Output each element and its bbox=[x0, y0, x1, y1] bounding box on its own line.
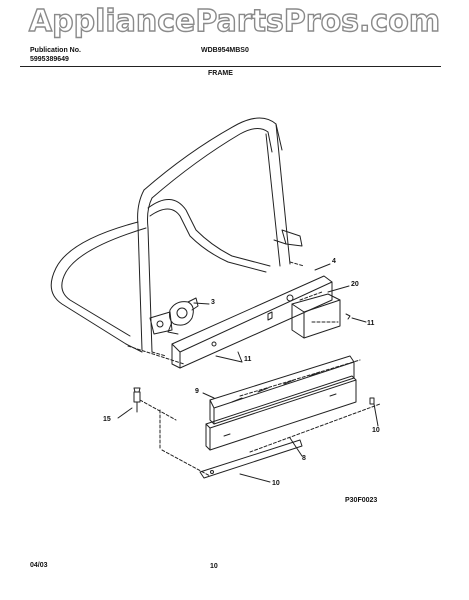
box-part-20 bbox=[291, 293, 341, 339]
callout-11-right: 11 bbox=[367, 320, 375, 327]
callout-9: 9 bbox=[195, 388, 199, 395]
page-number: 10 bbox=[210, 563, 218, 570]
section-title: FRAME bbox=[208, 70, 233, 77]
callout-11-middle: 11 bbox=[244, 356, 252, 363]
valve-part-3 bbox=[167, 297, 199, 335]
watermark-logo: AppliancePartsPros.com bbox=[28, 3, 441, 39]
model-number: WDB954MBS0 bbox=[201, 47, 249, 54]
leader-lines bbox=[117, 263, 379, 483]
callout-10-right: 10 bbox=[372, 427, 380, 434]
access-panel-part-9 bbox=[209, 355, 355, 425]
footer-date: 04/03 bbox=[30, 562, 48, 569]
header-divider bbox=[20, 66, 441, 67]
callout-8: 8 bbox=[302, 455, 306, 462]
upper-rail-part-4 bbox=[171, 275, 333, 369]
callout-4: 4 bbox=[332, 258, 336, 265]
toe-kick-part-8 bbox=[205, 375, 357, 451]
assembly-guide-lines bbox=[127, 261, 381, 477]
drawing-code: P30F0023 bbox=[345, 497, 378, 504]
publication-number: 5995389649 bbox=[30, 56, 69, 63]
callout-15: 15 bbox=[103, 416, 111, 423]
callout-3: 3 bbox=[211, 299, 215, 306]
callout-20: 20 bbox=[351, 281, 359, 288]
lower-strip bbox=[199, 439, 303, 479]
callout-10-bottom: 10 bbox=[272, 480, 280, 487]
screws bbox=[133, 313, 375, 413]
publication-label: Publication No. bbox=[30, 47, 81, 54]
tub-frame bbox=[50, 117, 303, 353]
